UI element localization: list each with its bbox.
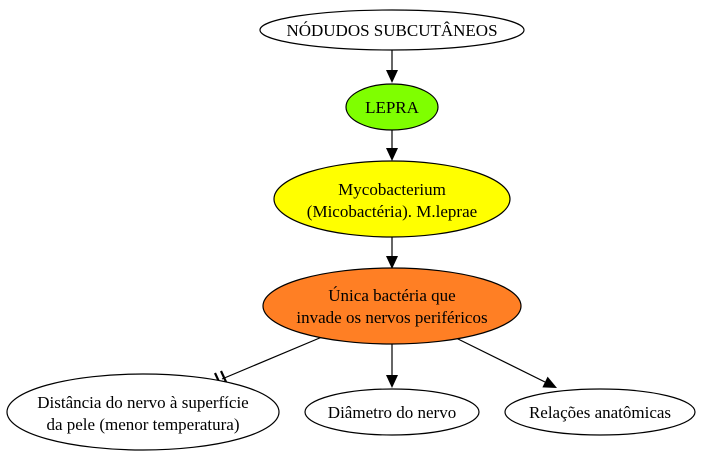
node-relacoes-text: Relações anatômicas [529, 403, 671, 422]
node-lepra-text: LEPRA [365, 98, 420, 117]
node-unica-shape [262, 267, 522, 345]
node-diametro-shape [304, 388, 480, 436]
node-diametro-text: Diâmetro do nervo [328, 403, 456, 422]
node-unica-line2: invade os nervos periféricos [296, 308, 487, 327]
node-distancia-shape [6, 373, 280, 451]
edge-unica-relacoes [455, 337, 546, 383]
node-unica-line1: Única bactéria que [328, 286, 455, 305]
node-distancia: Distância do nervo à superfície da pele … [6, 373, 280, 451]
node-lepra: LEPRA [345, 83, 439, 131]
node-nodulos: NÓDUDOS SUBCUTÂNEOS [259, 9, 525, 51]
arrowhead-lepra [386, 70, 398, 83]
node-nodulos-text: NÓDUDOS SUBCUTÂNEOS [286, 21, 497, 40]
node-unica: Única bactéria que invade os nervos peri… [262, 267, 522, 345]
node-mycobacterium-line1: Mycobacterium [338, 180, 446, 199]
arrowhead-diametro [386, 375, 398, 388]
node-mycobacterium: Mycobacterium (Micobactéria). M.leprae [273, 160, 511, 238]
arrowhead-relacoes [542, 376, 557, 388]
node-distancia-line1: Distância do nervo à superfície [37, 393, 248, 412]
arrowhead-mycobacterium [386, 148, 398, 161]
arrowhead-unica [386, 256, 398, 269]
edges [214, 50, 557, 388]
node-distancia-line2: da pele (menor temperatura) [46, 415, 239, 434]
edge-unica-distancia [221, 336, 323, 380]
node-nodulos-shape [259, 9, 525, 51]
node-mycobacterium-line2: (Micobactéria). M.leprae [307, 202, 477, 221]
node-mycobacterium-shape [273, 160, 511, 238]
node-lepra-shape [345, 83, 439, 131]
node-diametro: Diâmetro do nervo [304, 388, 480, 436]
node-relacoes: Relações anatômicas [504, 388, 696, 436]
node-relacoes-shape [504, 388, 696, 436]
